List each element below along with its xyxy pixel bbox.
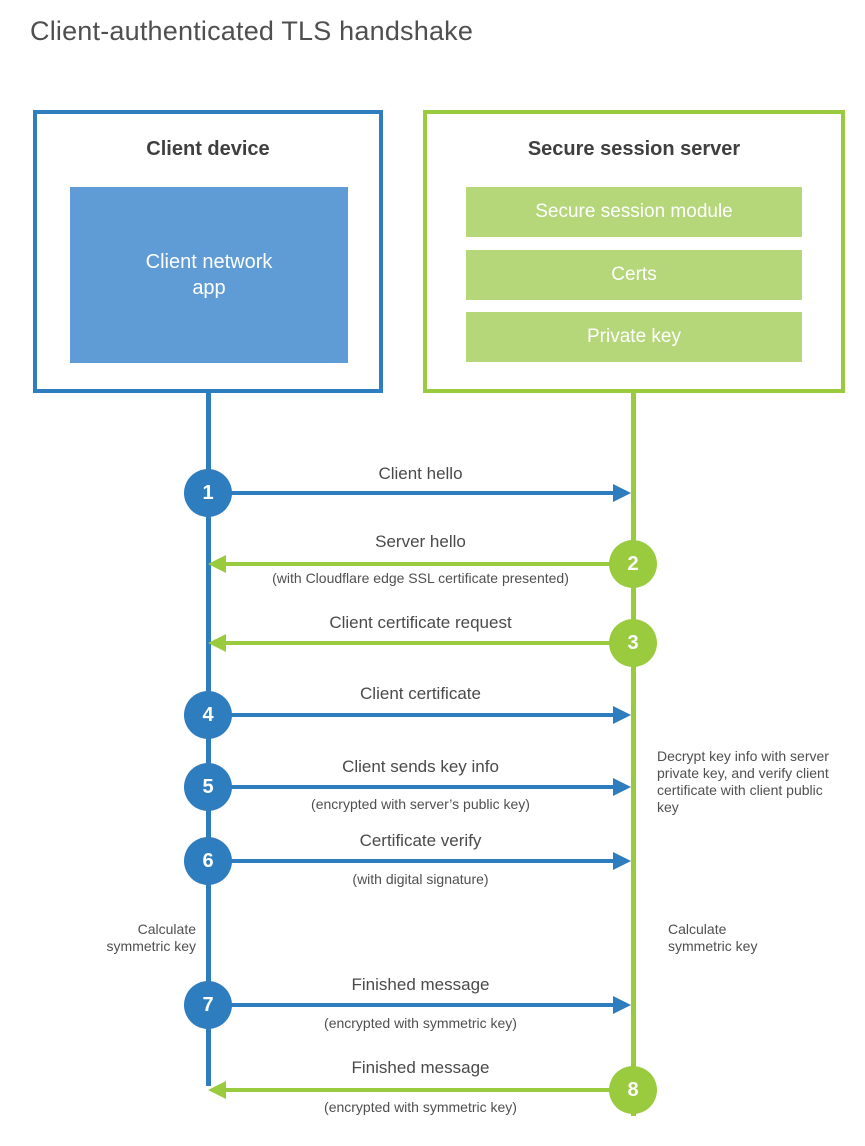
message-sublabel-certificate-verify: (with digital signature)	[352, 871, 489, 887]
message-sublabel-client-sends-key-info: (encrypted with server’s public key)	[311, 796, 530, 812]
server-module-secure-session: Secure session module	[466, 187, 802, 237]
message-label-client-hello: Client hello	[378, 464, 463, 483]
step-circle-2: 2	[609, 540, 657, 588]
server-module-private-key: Private key	[466, 312, 802, 362]
arrow-right-client-hello	[230, 484, 631, 502]
message-label-certificate-verify: Certificate verify	[359, 831, 482, 850]
step-circle-1: 1	[184, 469, 232, 517]
message-label-client-certificate: Client certificate	[360, 684, 481, 703]
client-device-title: Client device	[146, 138, 270, 160]
client-network-app-box: Client network app	[70, 187, 348, 363]
secure-session-server-title: Secure session server	[527, 138, 741, 160]
step-circle-7: 7	[184, 981, 232, 1029]
message-sublabel-server-hello: (with Cloudflare edge SSL certificate pr…	[272, 570, 569, 586]
arrow-right-client-sends-key-info	[230, 778, 631, 796]
arrow-left-server-hello	[208, 555, 611, 573]
note-decrypt-key-info: Decrypt key info with server private key…	[657, 748, 829, 815]
note-server-calculate-symmetric-key: Calculate symmetric key	[668, 921, 758, 954]
arrow-right-certificate-verify	[230, 852, 631, 870]
client-lifeline	[206, 392, 211, 1086]
page-title: Client-authenticated TLS handshake	[30, 16, 474, 46]
note-client-calculate-symmetric-key: Calculate symmetric key	[106, 921, 196, 954]
step-circle-3: 3	[609, 619, 657, 667]
arrow-right-finished-message	[230, 996, 631, 1014]
arrow-left-finished-message	[208, 1081, 611, 1099]
message-label-finished-message-client: Finished message	[351, 975, 490, 994]
server-lifeline	[631, 392, 636, 1116]
step-circle-4: 4	[184, 691, 232, 739]
message-sublabel-finished-message-server: (encrypted with symmetric key)	[324, 1099, 517, 1115]
message-label-finished-message-server: Finished message	[351, 1058, 490, 1077]
step-circle-5: 5	[184, 763, 232, 811]
step-circle-6: 6	[184, 837, 232, 885]
arrow-left-client-certificate-request	[208, 634, 611, 652]
message-label-client-certificate-request: Client certificate request	[329, 613, 512, 632]
step-circle-8: 8	[609, 1066, 657, 1114]
message-sublabel-finished-message-client: (encrypted with symmetric key)	[324, 1015, 517, 1031]
server-module-certs: Certs	[466, 250, 802, 300]
arrow-right-client-certificate	[230, 706, 631, 724]
message-label-server-hello: Server hello	[375, 532, 466, 551]
message-label-client-sends-key-info: Client sends key info	[342, 757, 499, 776]
